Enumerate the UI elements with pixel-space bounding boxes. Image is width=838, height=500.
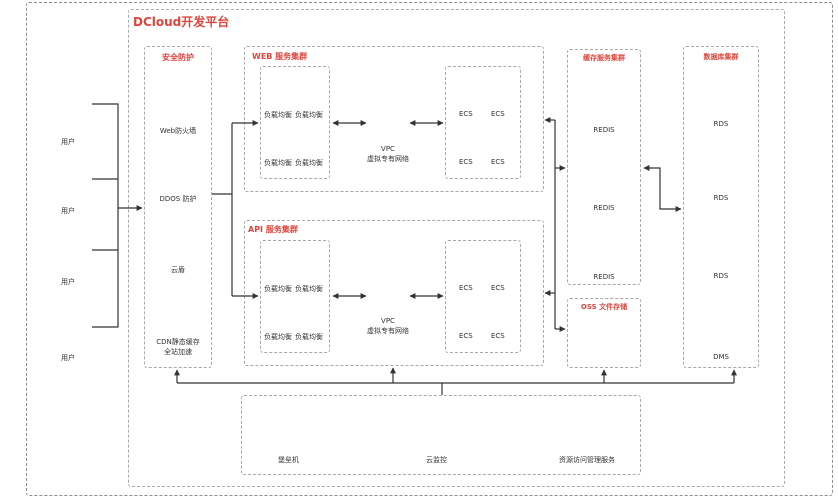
cache-item: REDIS bbox=[593, 126, 615, 134]
api-cluster-title: API 服务集群 bbox=[248, 225, 298, 234]
platform-frame bbox=[128, 9, 785, 487]
outer-frame bbox=[26, 2, 833, 496]
web-ecs-box bbox=[445, 66, 521, 179]
api-cluster-box bbox=[244, 220, 544, 366]
web-ecs-label: ECS bbox=[459, 110, 473, 118]
api-ecs-box bbox=[445, 240, 521, 353]
user-label: 用户 bbox=[61, 207, 75, 215]
api-ecs-label: ECS bbox=[491, 332, 505, 340]
cache-cluster-box bbox=[567, 49, 641, 285]
cache-item: REDIS bbox=[593, 273, 615, 281]
user-label: 用户 bbox=[61, 354, 75, 362]
db-item: DMS bbox=[713, 353, 729, 361]
api-ecs-label: ECS bbox=[491, 284, 505, 292]
cache-to-db-line bbox=[643, 165, 682, 212]
db-cluster-title: 数据库集群 bbox=[703, 53, 739, 61]
db-cluster-box bbox=[683, 46, 759, 368]
web-vpc-label: VPC bbox=[381, 145, 395, 153]
web-lb-label: 负载均衡 bbox=[264, 111, 292, 119]
api-ecs-label: ECS bbox=[459, 332, 473, 340]
web-ecs-label: ECS bbox=[491, 110, 505, 118]
api-vpc-label: VPC bbox=[381, 317, 395, 325]
db-item: RDS bbox=[713, 272, 729, 280]
db-item: RDS bbox=[713, 120, 729, 128]
web-lb-label: 负载均衡 bbox=[295, 159, 323, 167]
security-item: DDOS 防护 bbox=[159, 195, 197, 203]
web-cluster-title: WEB 服务集群 bbox=[252, 52, 308, 61]
web-lb-label: 负载均衡 bbox=[295, 111, 323, 119]
api-ecs-label: ECS bbox=[459, 284, 473, 292]
service-item: 堡垒机 bbox=[278, 456, 299, 464]
web-ecs-label: ECS bbox=[459, 158, 473, 166]
security-title: 安全防护 bbox=[162, 53, 194, 62]
security-item: Web防火墙 bbox=[159, 127, 197, 135]
cache-cluster-title: 缓存服务集群 bbox=[583, 54, 625, 62]
cache-item: REDIS bbox=[593, 204, 615, 212]
api-lb-label: 负载均衡 bbox=[295, 333, 323, 341]
web-lb-box bbox=[260, 66, 330, 179]
security-item: CDN静态缓存 bbox=[156, 338, 200, 346]
api-lb-label: 负载均衡 bbox=[264, 333, 292, 341]
security-item: 全站加速 bbox=[164, 348, 192, 356]
api-lb-box bbox=[260, 240, 330, 353]
security-box bbox=[144, 46, 212, 368]
web-cluster-box bbox=[244, 46, 544, 192]
security-item: 云盾 bbox=[171, 266, 185, 274]
web-ecs-label: ECS bbox=[491, 158, 505, 166]
oss-title: OSS 文件存储 bbox=[580, 303, 628, 311]
services-box bbox=[241, 395, 641, 475]
user-bracket-line bbox=[92, 103, 119, 328]
api-lb-label: 负载均衡 bbox=[264, 285, 292, 293]
web-lb-label: 负载均衡 bbox=[264, 159, 292, 167]
user-label: 用户 bbox=[61, 138, 75, 146]
service-item: 云监控 bbox=[426, 456, 447, 464]
api-vpc-label: 虚拟专有网络 bbox=[367, 327, 409, 335]
service-item: 资源访问管理服务 bbox=[559, 456, 615, 464]
web-vpc-label: 虚拟专有网络 bbox=[367, 155, 409, 163]
user-label: 用户 bbox=[61, 278, 75, 286]
api-lb-label: 负载均衡 bbox=[295, 285, 323, 293]
db-item: RDS bbox=[713, 194, 729, 202]
platform-title: DCloud开发平台 bbox=[133, 15, 230, 29]
oss-box bbox=[567, 298, 641, 368]
